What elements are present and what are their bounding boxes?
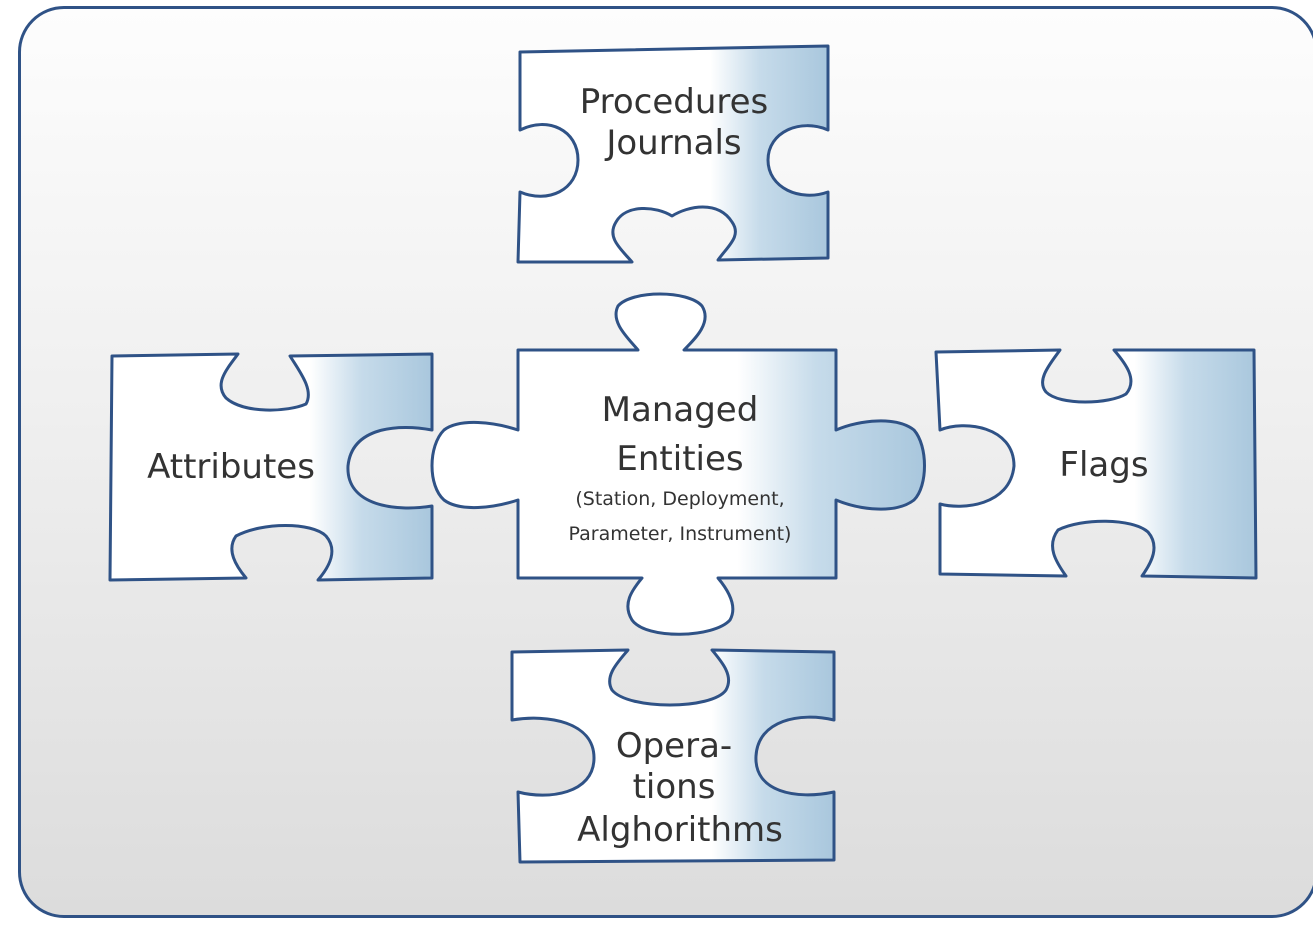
- puzzle-piece-procedures-journals: Procedures Journals: [516, 44, 830, 264]
- piece-outline-top: [516, 44, 830, 264]
- label-opera: Opera-: [616, 726, 732, 766]
- puzzle-piece-attributes: Attributes: [108, 352, 434, 582]
- puzzle-piece-operations-algorithms: Opera- tions Alghorithms: [510, 648, 836, 864]
- label-journals: Journals: [604, 123, 741, 163]
- label-entities: Entities: [616, 439, 743, 479]
- piece-outline-right: [934, 348, 1258, 580]
- piece-outline-left: [108, 352, 434, 582]
- piece-outline-bottom: [510, 648, 836, 864]
- puzzle-piece-flags: Flags: [934, 348, 1258, 580]
- label-managed: Managed: [602, 390, 759, 430]
- label-procedures: Procedures: [580, 82, 769, 122]
- label-entity-list-1: (Station, Deployment,: [575, 488, 784, 510]
- label-attributes: Attributes: [147, 447, 315, 487]
- piece-outline-center: [430, 292, 926, 636]
- puzzle-piece-managed-entities: Managed Entities (Station, Deployment, P…: [430, 292, 926, 636]
- label-entity-list-2: Parameter, Instrument): [569, 523, 792, 545]
- label-alghorithms: Alghorithms: [577, 810, 783, 850]
- label-tions: tions: [633, 767, 716, 807]
- label-flags: Flags: [1059, 445, 1148, 485]
